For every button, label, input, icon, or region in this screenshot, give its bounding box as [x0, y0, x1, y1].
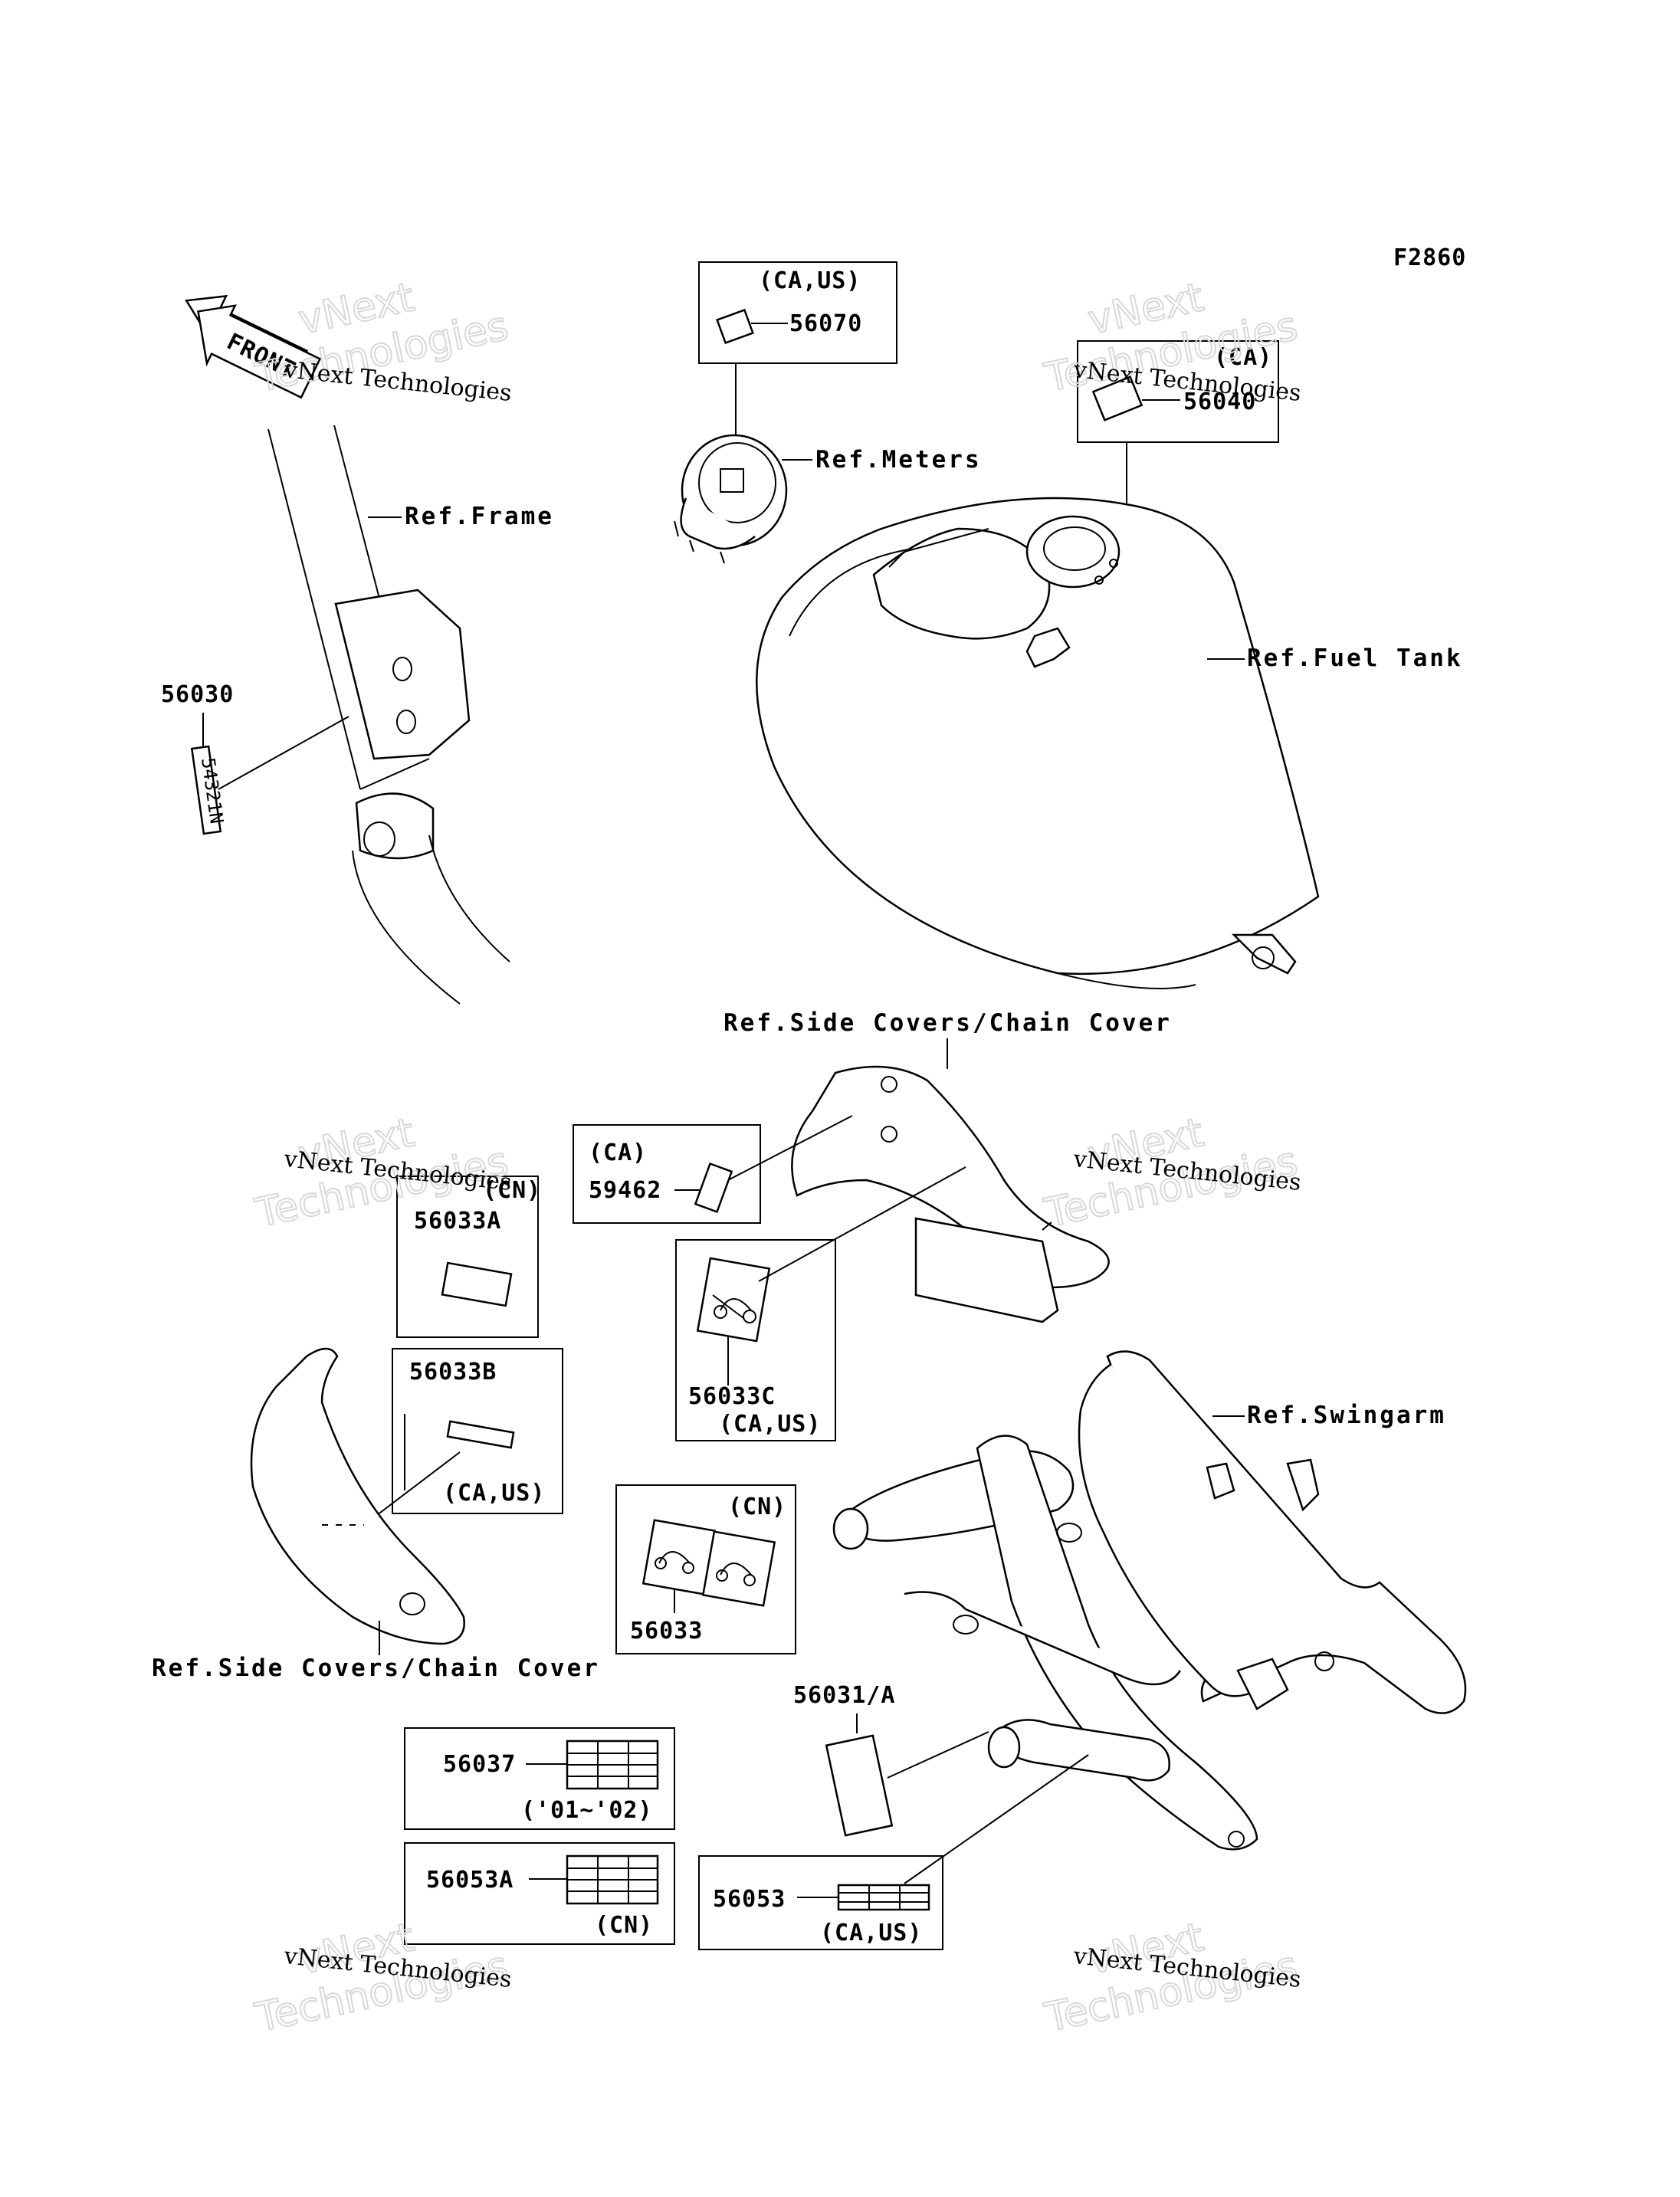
part-56033A-region: (CN): [483, 1177, 541, 1204]
part-56030: 56030 54321N: [161, 681, 349, 835]
ref-side-covers-bottom-label: Ref.Side Covers/Chain Cover: [152, 1654, 600, 1682]
part-56033B: 56033B (CA,US): [363, 1348, 563, 1526]
part-56031: 56031/A: [793, 1682, 989, 1837]
part-56070-code: 56070: [789, 310, 862, 337]
side-cover-top-drawing: Ref.Side Covers/Chain Cover: [724, 1009, 1172, 1323]
part-56031-code: 56031/A: [793, 1682, 895, 1709]
fuel-tank-drawing: Ref.Fuel Tank: [756, 497, 1463, 989]
part-56033-code: 56033: [630, 1618, 703, 1644]
part-56037: 56037 ('01~'02): [404, 1727, 675, 1830]
part-56040-code: 56040: [1183, 389, 1256, 415]
part-56053A-code: 56053A: [426, 1867, 514, 1894]
part-56033A-code: 56033A: [414, 1208, 501, 1235]
ref-fuel-tank-label: Ref.Fuel Tank: [1247, 644, 1463, 672]
ref-swingarm-label: Ref.Swingarm: [1247, 1402, 1446, 1429]
part-56033B-region: (CA,US): [443, 1480, 545, 1507]
frame-drawing: Ref.Frame: [267, 425, 554, 1005]
side-cover-bottom-drawing: Ref.Side Covers/Chain Cover: [152, 1347, 600, 1682]
part-56033C-region: (CA,US): [719, 1411, 821, 1438]
part-56070-region: (CA,US): [759, 267, 861, 294]
part-56033C: 56033C (CA,US): [675, 1166, 966, 1441]
part-56033-region: (CN): [728, 1494, 786, 1520]
part-56040-region: (CA): [1214, 344, 1272, 371]
part-56053: 56053 (CA,US): [698, 1754, 1089, 1950]
part-56070: (CA,US) 56070: [698, 261, 897, 448]
swingarm-drawing: Ref.Swingarm: [832, 1350, 1467, 1851]
part-56053A: 56053A (CN): [404, 1842, 675, 1945]
ref-meters-label: Ref.Meters: [815, 446, 982, 474]
part-56030-code: 56030: [161, 681, 234, 708]
part-59462-code: 59462: [589, 1177, 661, 1204]
part-56033B-code: 56033B: [409, 1359, 497, 1385]
part-59462: (CA) 59462: [573, 1115, 853, 1224]
part-59462-region: (CA): [589, 1139, 647, 1166]
ref-side-covers-top-label: Ref.Side Covers/Chain Cover: [724, 1009, 1172, 1037]
part-56037-region: ('01~'02): [521, 1797, 653, 1824]
meters-drawing: Ref.Meters: [674, 434, 982, 564]
part-56053-region: (CA,US): [820, 1920, 922, 1946]
part-56033C-code: 56033C: [688, 1383, 776, 1410]
part-56053-code: 56053: [713, 1886, 786, 1913]
part-56033A: (CN) 56033A: [396, 1176, 541, 1338]
part-56033: (CN) 56033: [615, 1484, 796, 1654]
ref-frame-label: Ref.Frame: [405, 503, 554, 530]
part-56037-code: 56037: [443, 1751, 516, 1778]
figure-id: F2860: [1393, 244, 1466, 271]
part-56053A-region: (CN): [595, 1912, 653, 1939]
